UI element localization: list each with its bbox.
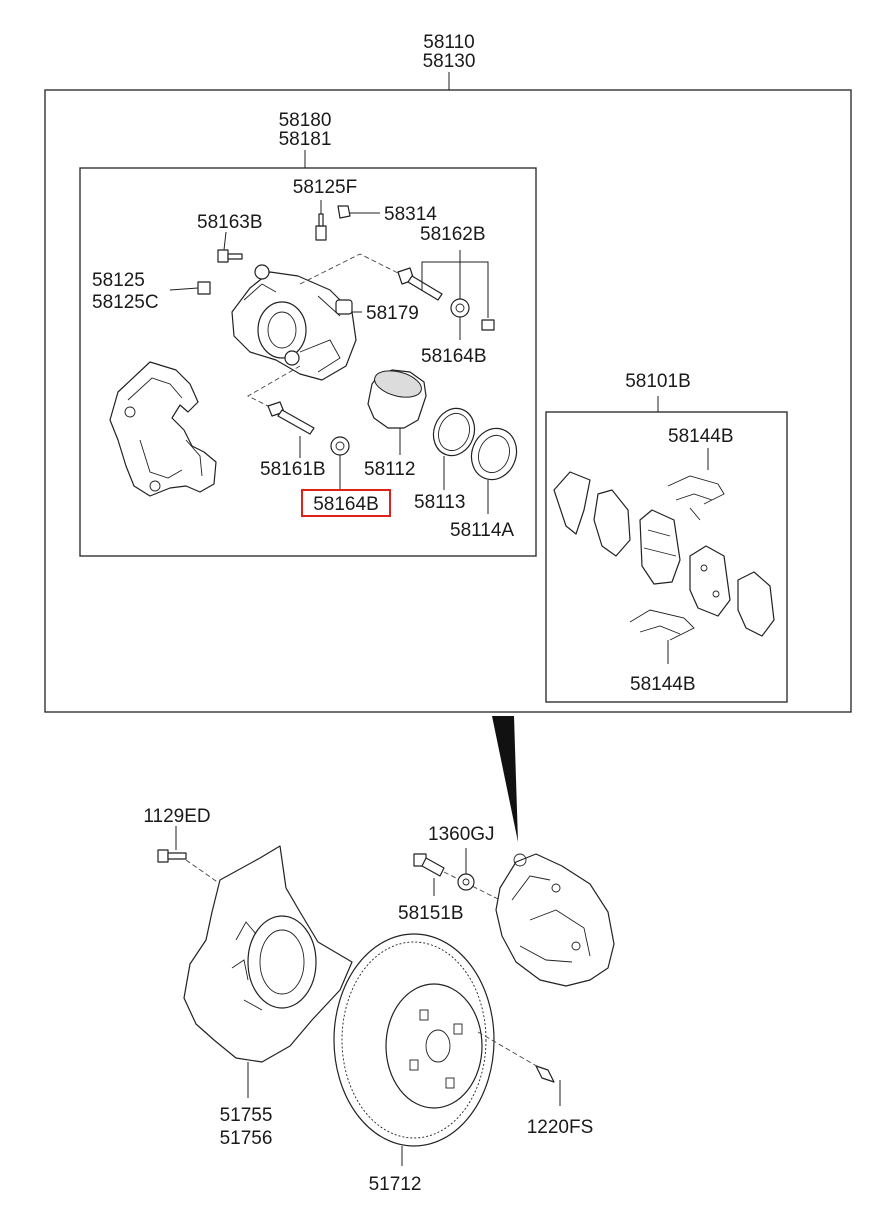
seal-drawing — [432, 407, 476, 490]
label-51712[interactable]: 51712 — [369, 1174, 422, 1195]
caliper-frame — [79, 167, 537, 557]
guide-pin-kit-drawing — [397, 250, 495, 331]
label-58151B[interactable]: 58151B — [398, 903, 464, 924]
label-1360GJ[interactable]: 1360GJ — [428, 824, 495, 845]
label-51756[interactable]: 51756 — [220, 1128, 273, 1149]
bolt-58163B-drawing — [217, 231, 243, 263]
highlight-box-58164B — [301, 489, 391, 517]
label-58144B-upper[interactable]: 58144B — [668, 426, 734, 447]
label-58113[interactable]: 58113 — [414, 492, 465, 513]
label-58179[interactable]: 58179 — [366, 303, 419, 324]
shield-bolt-drawing — [157, 826, 227, 889]
brake-disc-drawing — [333, 933, 541, 1166]
label-58162B[interactable]: 58162B — [420, 224, 486, 245]
label-58114A[interactable]: 58114A — [450, 520, 514, 541]
label-1129ED[interactable]: 1129ED — [143, 806, 210, 827]
pad-kit-frame — [545, 411, 788, 703]
label-58180[interactable]: 58180 — [279, 110, 332, 131]
label-58125F[interactable]: 58125F — [293, 177, 357, 198]
pad-kit-drawing — [553, 471, 775, 641]
piston-drawing — [367, 369, 427, 455]
pointer-wedge — [492, 716, 518, 842]
bushing-drawing — [335, 299, 362, 315]
nut-drawing — [457, 848, 475, 891]
caliper-body-drawing — [231, 264, 357, 381]
label-1220FS[interactable]: 1220FS — [527, 1117, 594, 1138]
label-58161B[interactable]: 58161B — [260, 459, 326, 480]
label-58164B-upper[interactable]: 58164B — [421, 346, 487, 367]
assembly-dash-upper — [299, 253, 401, 285]
label-51755[interactable]: 51755 — [220, 1105, 273, 1126]
caliper-assembly-drawing — [495, 853, 615, 987]
label-58101B[interactable]: 58101B — [625, 371, 691, 392]
label-58163B[interactable]: 58163B — [197, 212, 263, 233]
label-58144B-lower[interactable]: 58144B — [630, 674, 696, 695]
label-58125C[interactable]: 58125C — [92, 292, 159, 313]
caliper-bracket-drawing — [109, 361, 217, 497]
label-58112[interactable]: 58112 — [364, 459, 415, 480]
guide-rod-drawing — [267, 401, 315, 458]
bracket-bolt-drawing — [169, 281, 211, 295]
label-58125[interactable]: 58125 — [92, 270, 145, 291]
screw-drawing — [535, 1065, 561, 1106]
bleeder-cap-drawing — [337, 205, 380, 219]
label-58181[interactable]: 58181 — [279, 129, 332, 150]
label-58130[interactable]: 58130 — [423, 51, 476, 72]
label-58110[interactable]: 58110 — [423, 32, 474, 53]
assembly-dash-lower — [247, 365, 301, 411]
caliper-bolt-drawing — [413, 853, 501, 901]
label-58314[interactable]: 58314 — [384, 204, 437, 225]
piston-boot-drawing — [470, 427, 518, 514]
bleeder-screw-drawing — [315, 200, 327, 241]
boot-lower-drawing — [330, 436, 350, 490]
label-58164B-lower[interactable]: 58164B — [313, 494, 379, 515]
assembly-frame — [44, 89, 852, 713]
dust-shield-drawing — [183, 845, 353, 1098]
